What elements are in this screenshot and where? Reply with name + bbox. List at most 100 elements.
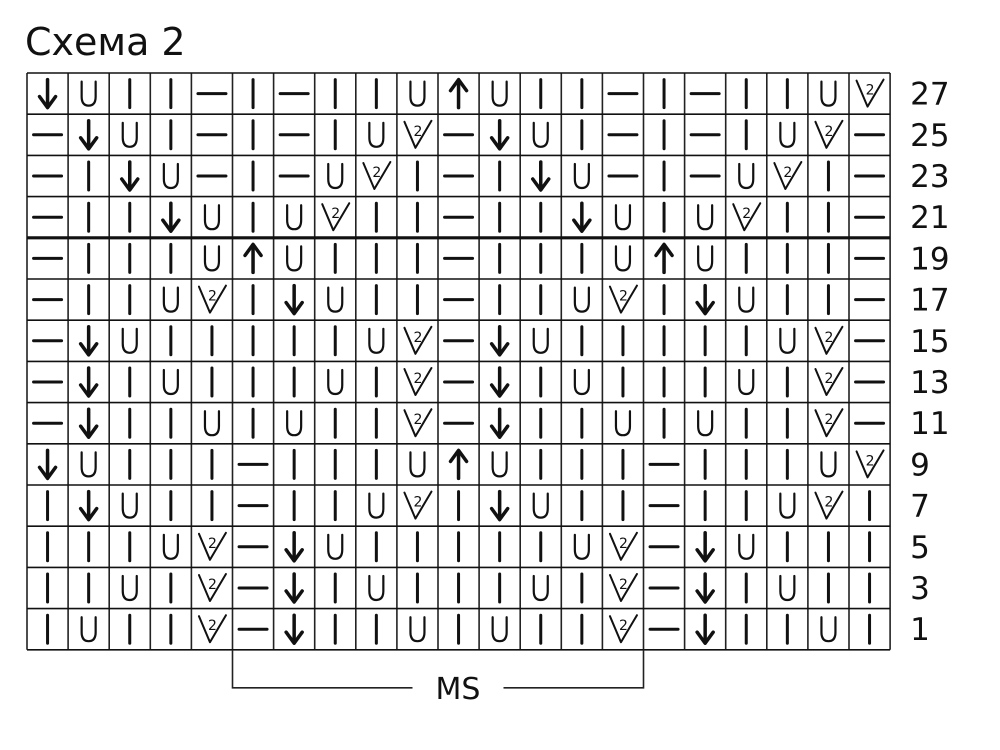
chart-cell: 2 — [403, 119, 433, 149]
chart-cell — [121, 574, 138, 602]
chart-cell — [491, 451, 508, 478]
chart-cell — [284, 613, 304, 645]
chart-cell — [614, 410, 632, 437]
chart-title: Схема 2 — [25, 20, 186, 64]
chart-cell — [409, 451, 426, 478]
chart-cell — [695, 572, 715, 604]
svg-text:2: 2 — [866, 453, 875, 469]
chart-cell — [614, 204, 632, 231]
chart-cell — [78, 489, 99, 522]
chart-cell: 2 — [773, 161, 803, 190]
chart-cell — [779, 492, 796, 519]
chart-cell — [820, 616, 837, 643]
chart-cell — [203, 245, 221, 272]
svg-text:2: 2 — [208, 577, 217, 593]
row-label: 13 — [910, 365, 949, 401]
chart-cell — [162, 368, 179, 396]
chart-cell — [738, 368, 755, 396]
chart-cell: 2 — [608, 284, 638, 314]
chart-cell — [162, 286, 179, 313]
svg-text:2: 2 — [824, 330, 833, 346]
chart-cell — [738, 162, 755, 190]
chart-cell: 2 — [608, 614, 638, 644]
chart-cell — [78, 119, 99, 151]
chart-cell — [573, 368, 590, 396]
chart-cell — [284, 283, 304, 316]
chart-cell — [203, 410, 221, 437]
svg-text:2: 2 — [866, 83, 875, 99]
chart-cell: 2 — [608, 531, 638, 561]
chart-cell: 2 — [403, 367, 433, 396]
chart-cell — [162, 162, 179, 190]
svg-text:2: 2 — [208, 536, 217, 552]
chart-cell — [695, 531, 715, 563]
chart-cell: 2 — [608, 573, 638, 602]
chart-cell — [121, 327, 138, 354]
row-label: 27 — [910, 77, 949, 113]
svg-text:2: 2 — [413, 371, 422, 387]
chart-cell — [409, 80, 426, 107]
row-label: 19 — [910, 241, 949, 277]
row-label: 1 — [910, 612, 930, 648]
chart-cell: 2 — [814, 367, 844, 396]
chart-cell: 2 — [321, 202, 351, 232]
chart-cell — [78, 366, 99, 398]
chart-cell — [37, 77, 58, 110]
repeat-bracket-left — [231, 649, 413, 689]
chart-cell — [779, 327, 796, 354]
chart-cell — [697, 410, 714, 437]
chart-cell: 2 — [814, 490, 844, 520]
svg-text:2: 2 — [331, 206, 340, 222]
chart-cell: 2 — [197, 284, 227, 314]
chart-cell — [78, 407, 99, 439]
chart-cell — [489, 407, 510, 439]
row-label: 9 — [910, 447, 930, 483]
svg-text:2: 2 — [372, 165, 381, 181]
chart-cell: 2 — [197, 531, 227, 561]
chart-cell — [779, 121, 796, 148]
chart-cell — [489, 325, 510, 357]
chart-cell — [532, 574, 549, 602]
chart-cell — [448, 448, 469, 481]
svg-text:2: 2 — [208, 289, 217, 305]
svg-text:2: 2 — [824, 412, 833, 428]
svg-text:2: 2 — [824, 124, 833, 140]
chart-cell — [284, 572, 304, 604]
chart-cell: 2 — [855, 78, 885, 108]
chart-cell — [489, 366, 510, 398]
chart-cell — [80, 451, 97, 478]
chart-cell — [738, 286, 755, 313]
chart-cell: 2 — [855, 449, 885, 479]
chart-cell — [368, 574, 385, 602]
row-label: 11 — [910, 406, 949, 442]
row-label: 25 — [910, 118, 949, 154]
chart-cell: 2 — [814, 119, 844, 149]
svg-text:2: 2 — [413, 495, 422, 511]
chart-cell: 2 — [403, 490, 433, 520]
chart-gridlines — [26, 72, 891, 651]
chart-cell — [614, 245, 632, 272]
svg-text:2: 2 — [783, 165, 792, 181]
chart-cell — [121, 492, 138, 519]
chart-cell — [284, 531, 304, 563]
chart-cell — [327, 368, 344, 396]
chart-cell — [697, 204, 714, 231]
chart-cell — [695, 283, 715, 316]
chart-cell — [572, 201, 592, 233]
chart-cell — [286, 204, 303, 231]
svg-text:2: 2 — [413, 330, 422, 346]
repeat-bracket: MS — [231, 649, 645, 707]
svg-text:2: 2 — [824, 495, 833, 511]
svg-text:2: 2 — [824, 371, 833, 387]
chart-cell — [327, 162, 344, 190]
chart-cell — [654, 242, 674, 275]
row-label: 15 — [910, 324, 949, 360]
chart-cell — [779, 574, 796, 602]
chart-cell — [448, 77, 469, 110]
chart-cell — [820, 451, 837, 478]
chart-cell — [489, 119, 510, 151]
chart-cell — [532, 121, 549, 148]
row-label: 23 — [910, 159, 949, 195]
